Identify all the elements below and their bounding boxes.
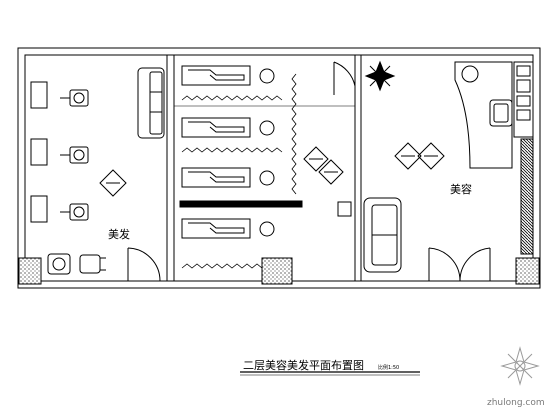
sofa-beauty [363, 197, 402, 273]
drawing-scale: 比例1:50 [378, 364, 399, 371]
drawing-title: 二层美容美发平面布置图 [243, 358, 364, 372]
treatment-bed [181, 117, 275, 138]
curtain [181, 95, 283, 101]
treatment-bed-group [181, 65, 275, 239]
room-label-beauty: 美容 [450, 182, 472, 196]
partition-walls [166, 55, 362, 281]
treatment-bed [181, 167, 275, 188]
decor-tile-beauty [394, 142, 445, 170]
styling-chair [60, 146, 89, 164]
entrance-double-door [428, 247, 491, 282]
column [261, 257, 293, 285]
decor-tile-middle [303, 146, 344, 185]
styling-chair-group [60, 89, 89, 221]
curtain [181, 147, 283, 153]
wash-station-group [30, 81, 48, 223]
column [515, 257, 540, 285]
small-cabinet [337, 201, 352, 217]
treatment-bed [181, 65, 275, 86]
room-label-hair: 美发 [108, 227, 130, 241]
styling-chair [60, 89, 89, 107]
watermark-logo [500, 346, 540, 386]
column [18, 257, 42, 285]
door-middle [333, 61, 356, 95]
sofa-hair [137, 67, 165, 139]
wash-chair [47, 253, 106, 275]
partition-bar [179, 200, 303, 208]
wall-panel [520, 138, 534, 255]
door-hair [127, 247, 161, 282]
styling-chair [60, 203, 89, 221]
curtain [291, 73, 297, 195]
shelving-unit [513, 61, 534, 138]
treatment-bed [181, 218, 275, 239]
potted-plant [364, 60, 396, 92]
reception-desk [454, 61, 513, 169]
decor-tile-hair [99, 169, 127, 197]
curtain-group [181, 73, 297, 269]
watermark-text: zhulong.com [487, 398, 545, 408]
outer-walls [17, 47, 541, 289]
title-underline [240, 371, 420, 376]
